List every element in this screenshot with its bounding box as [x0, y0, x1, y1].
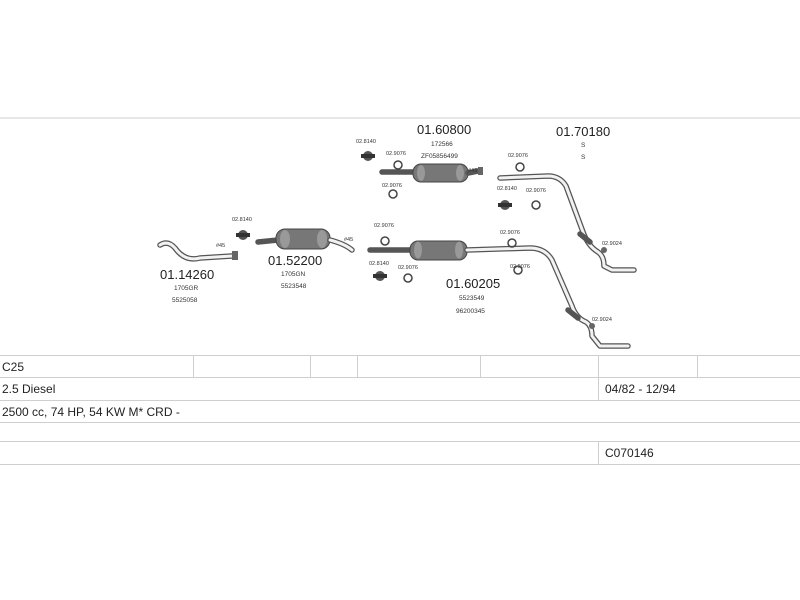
fitting-label-clamp: 02.9076 [508, 153, 528, 159]
fitting-label-clamp: 02.9076 [526, 188, 546, 194]
clamp-icon [380, 236, 390, 246]
part-ref: 1705GR [174, 285, 199, 292]
fitting-label-45a: #45 [216, 243, 225, 249]
clamp-icon [388, 189, 398, 199]
clamp-icon [531, 200, 541, 210]
clamp-icon [373, 271, 387, 281]
rear-pipe-part[interactable] [497, 173, 637, 273]
flange-icon [232, 251, 238, 260]
fitting-label-clamp: 02.8140 [356, 139, 376, 145]
table-row-code: C070146 [0, 441, 800, 465]
table-row-model: C25 [0, 355, 800, 378]
fitting-label-clamp: 02.9076 [500, 230, 520, 236]
part-ref: 5523549 [459, 295, 485, 302]
part-number-upper-silencer: 01.60800 [417, 122, 471, 137]
part-number-front-pipe: 01.14260 [160, 267, 214, 282]
part-number-rear-pipe: 01.70180 [556, 124, 610, 139]
clamp-icon [515, 162, 525, 172]
fitting-label-clamp: 02.8140 [369, 261, 389, 267]
fitting-label-clamp: 02.9076 [382, 183, 402, 189]
part-ref: 96200345 [456, 308, 485, 315]
table-bottom-border [0, 464, 800, 466]
model-cell: C25 [2, 360, 25, 374]
fitting-label-hanger: 02.9024 [602, 241, 622, 247]
code-cell: C070146 [605, 446, 654, 460]
clamp-icon [507, 238, 517, 248]
fitting-label-45b: #45 [344, 237, 353, 243]
clamp-icon [403, 273, 413, 283]
fitting-label-clamp: 02.8140 [497, 186, 517, 192]
fitting-label-clamp: 02.9076 [510, 264, 530, 270]
engine-cell: 2.5 Diesel [2, 382, 56, 396]
clamp-icon [513, 265, 523, 275]
hanger-icon [601, 247, 607, 253]
years-cell: 04/82 - 12/94 [605, 382, 676, 396]
spec-cell: 2500 cc, 74 HP, 54 KW M* CRD - [2, 405, 180, 419]
part-ref: 5523548 [281, 283, 307, 290]
mid-silencer-part[interactable] [255, 228, 355, 253]
fitting-label-clamp: 02.8140 [232, 217, 252, 223]
clamp-icon [498, 200, 512, 210]
clamp-icon [236, 230, 250, 240]
fitting-label-clamp: 02.9076 [386, 151, 406, 157]
clamp-icon [393, 160, 403, 170]
part-ref: 1705GN [281, 271, 306, 278]
table-row-engine: 2.5 Diesel 04/82 - 12/94 [0, 377, 800, 401]
fitting-label-hanger: 02.9024 [592, 317, 612, 323]
clamp-icon [361, 151, 375, 161]
fitting-label-43: #43 [468, 168, 477, 174]
upper-silencer-part[interactable] [379, 163, 483, 183]
front-pipe-part[interactable] [157, 240, 238, 262]
part-ref: S [581, 154, 586, 161]
part-ref: S [581, 142, 586, 149]
table-row-spec: 2500 cc, 74 HP, 54 KW M* CRD - [0, 400, 800, 423]
part-number-lower-silencer: 01.60205 [446, 276, 500, 291]
table-row-empty [0, 422, 800, 442]
part-ref: ZF05856499 [421, 153, 458, 160]
lower-silencer-part[interactable] [367, 240, 631, 349]
fitting-label-clamp: 02.9076 [398, 265, 418, 271]
part-ref: 5525058 [172, 297, 198, 304]
part-number-mid-silencer: 01.52200 [268, 253, 322, 268]
part-ref: 172566 [431, 141, 453, 148]
hanger-icon [589, 323, 595, 329]
fitting-label-clamp: 02.9076 [374, 223, 394, 229]
